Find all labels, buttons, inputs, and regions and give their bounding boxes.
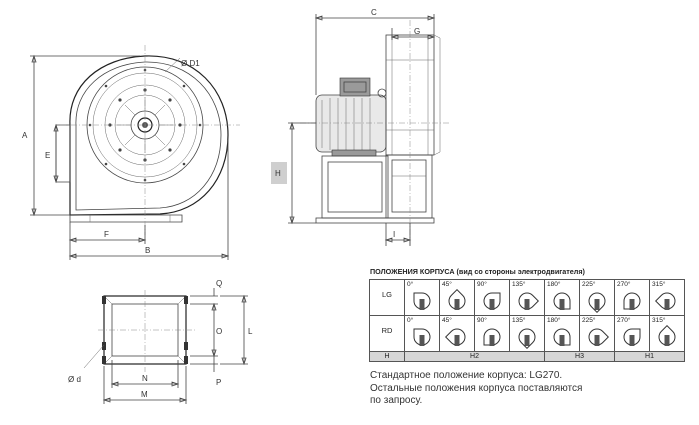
housing-orientation-icon [623,292,641,310]
housing-orientation-icon [448,289,466,310]
position-cell: 90° [474,315,510,352]
position-cell: 0° [404,279,440,316]
dim-e-label: E [45,151,50,160]
position-angle: 135° [512,281,526,288]
position-cell: 225° [579,279,615,316]
position-cell: 45° [439,279,475,316]
dim-c-label: C [371,8,377,17]
positions-title: ПОЛОЖЕНИЯ КОРПУСА (вид со стороны электр… [370,267,585,276]
dim-q-label: Q [216,279,222,288]
position-angle: 135° [512,317,526,324]
position-angle: 45° [442,317,452,324]
positions-row-lg: LG 0° 45° 90° 135° 180° 225° 270° 315° [369,279,685,316]
position-angle: 270° [617,317,631,324]
dim-d-label: Ø d [68,375,81,384]
housing-orientation-icon [518,292,539,310]
position-angle: 315° [652,281,666,288]
position-angle: 90° [477,317,487,324]
position-angle: 45° [442,281,452,288]
position-angle: 0° [407,317,414,324]
position-group-label: H [369,351,405,362]
housing-orientation-icon [588,328,609,346]
positions-table: LG 0° 45° 90° 135° 180° 225° 270° 315° RD 0° 45° 90°… [369,279,685,362]
dim-i-label: I [393,230,395,239]
rotation-label-cell: LG [369,279,405,316]
housing-orientation-icon [518,328,536,349]
housing-orientation-icon [553,328,571,346]
position-cell: 45° [439,315,475,352]
housing-orientation-icon [553,292,571,310]
position-angle: 180° [547,281,561,288]
position-cell: 180° [544,315,580,352]
rotation-label-cell: RD [369,315,405,352]
housing-orientation-icon [623,328,641,346]
housing-orientation-icon [483,292,501,310]
housing-orientation-icon [588,292,606,313]
dim-g-label: G [414,27,420,36]
positions-row-rd: RD 0° 45° 90° 135° 180° 225° 270° 315° [369,315,685,352]
position-cell: 270° [614,315,650,352]
position-angle: 270° [617,281,631,288]
position-cell: 315° [649,315,685,352]
position-cell: 0° [404,315,440,352]
side-view: C G H I [271,8,450,246]
position-angle: 225° [582,281,596,288]
dim-f-label: F [104,230,109,239]
position-cell: 180° [544,279,580,316]
position-group-label: H2 [404,351,545,362]
dim-d1-label: Ø D1 [181,59,200,68]
position-cell: 135° [509,315,545,352]
position-cell: 225° [579,315,615,352]
dim-p-label: P [216,378,221,387]
dim-b-label: B [145,246,150,255]
position-cell: 270° [614,279,650,316]
housing-orientation-icon [445,328,466,346]
position-angle: 90° [477,281,487,288]
position-angle: 315° [652,317,666,324]
front-view: Ø D1 A E F B [22,45,240,260]
dim-a-label: A [22,131,28,140]
standard-position-note: Стандартное положение корпуса: LG270. Ос… [370,370,582,408]
position-angle: 225° [582,317,596,324]
dim-l-label: L [248,327,253,336]
position-group-label: H3 [544,351,615,362]
rotation-label: LG [381,290,392,299]
housing-orientation-icon [413,292,431,310]
note-line-1: Стандартное положение корпуса: LG270. [370,370,563,381]
dim-m-label: M [141,390,148,399]
dim-o-label: O [216,327,222,336]
rotation-label: RD [381,326,393,335]
note-line-2: Остальные положения корпуса поставляются [370,382,583,394]
housing-orientation-icon [658,325,676,346]
housing-orientation-icon [655,292,676,310]
position-cell: 135° [509,279,545,316]
housing-orientation-icon [413,328,431,346]
position-cell: 90° [474,279,510,316]
flange-view: Ø d Q O P L N M [68,279,253,404]
note-line-3: по запросу. [370,395,423,406]
dim-h-label: H [275,169,281,178]
position-angle: 180° [547,317,561,324]
position-group-label: H1 [614,351,685,362]
dim-n-label: N [142,374,148,383]
housing-orientation-icon [483,328,501,346]
position-cell: 315° [649,279,685,316]
position-angle: 0° [407,281,414,288]
